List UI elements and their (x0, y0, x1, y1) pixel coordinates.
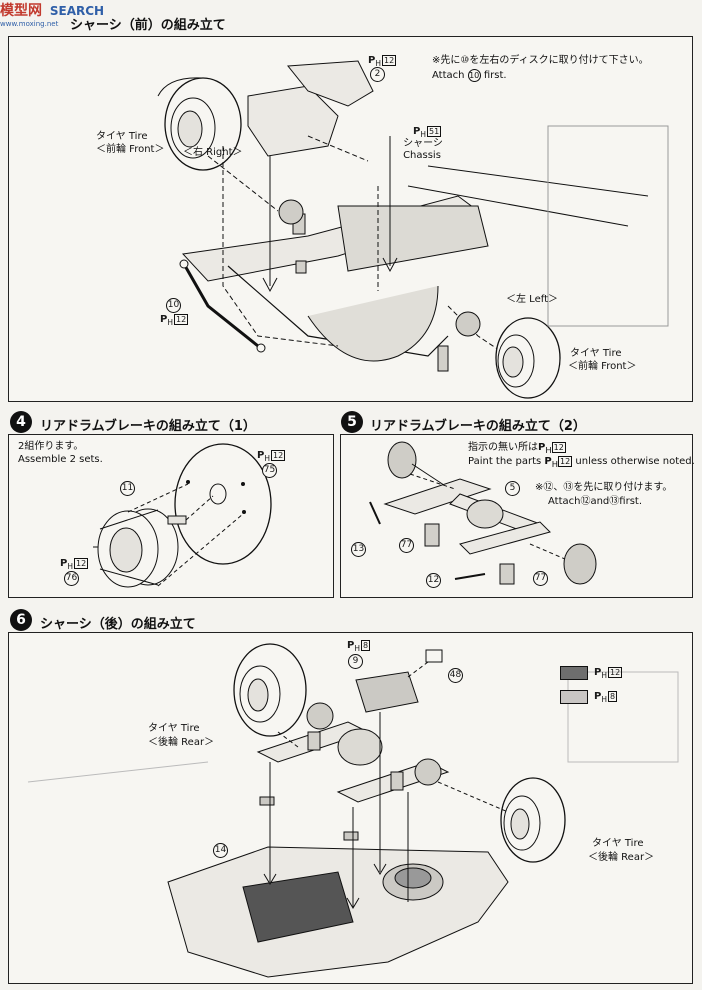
step6-ph8-box: 8 (360, 640, 371, 651)
step3-right-label: ＜右 Right＞ (183, 147, 243, 158)
legend-light-box: 8 (607, 691, 618, 702)
step5-diagram (369, 441, 597, 585)
step5-number-badge: 5 (341, 411, 363, 433)
step6-title: シャーシ（後）の組み立て (40, 617, 196, 632)
step4-ph12-box: 12 (270, 450, 286, 461)
step3-chassis-en: Chassis (403, 150, 441, 161)
step4-part-75: 75 (262, 463, 277, 478)
step3-ph12-a-box: 12 (381, 55, 397, 66)
step5-part-77-a: 77 (399, 538, 414, 553)
step3-note-jp: ※先に⑩を左右のディスクに取り付けて下さい。 (432, 55, 649, 66)
legend-dark-swatch (560, 666, 588, 680)
step4-diagram (93, 443, 272, 588)
step6-tire-right-jp: タイヤ Tire (592, 838, 644, 849)
step3-note-en: Attach 10 first. (432, 69, 507, 82)
step5-part-12: 12 (426, 573, 441, 588)
step4-part-76: 76 (64, 571, 79, 586)
step3-tire-right-front: ＜前輪 Front＞ (568, 361, 637, 372)
step3-ph12-b-box: 12 (173, 314, 189, 325)
step3-left-label: ＜左 Left＞ (506, 294, 558, 305)
step5-part-5: 5 (505, 481, 520, 496)
site-watermark: 模型网 SEARCH www.moxing.net (0, 0, 104, 28)
legend-light-swatch (560, 690, 588, 704)
step4-note-en: Assemble 2 sets. (18, 454, 103, 465)
watermark-search: SEARCH (49, 4, 105, 18)
step3-tire-left-front: ＜前輪 Front＞ (96, 144, 165, 155)
watermark-site-name: 模型网 (0, 3, 42, 19)
step6-part-14: 14 (213, 843, 228, 858)
step5-title: リアドラムブレーキの組み立て（2） (370, 419, 586, 434)
step4-title: リアドラムブレーキの組み立て（1） (40, 419, 256, 434)
step5-note1-box: 12 (551, 442, 566, 453)
step5-note2-en: Attach⑫and⑬first. (548, 496, 643, 507)
step6-tire-left-jp: タイヤ Tire (148, 723, 200, 734)
step3-diagram (157, 60, 669, 399)
step6-tire-left-rear: ＜後輪 Rear＞ (148, 737, 215, 748)
step4-part-11: 11 (120, 481, 135, 496)
step6-part-48: 48 (448, 668, 463, 683)
step5-note2-jp: ※⑫、⑬を先に取り付けます。 (535, 482, 673, 493)
step4-ph12-c-box: 12 (73, 558, 89, 569)
step3-tire-right-jp: タイヤ Tire (570, 348, 622, 359)
step3-title: シャーシ（前）の組み立て (70, 18, 226, 33)
step3-ph51-box: 51 (426, 126, 442, 137)
step6-diagram (27, 643, 679, 978)
legend-dark-box: 12 (607, 667, 623, 678)
step5-part-77-b: 77 (533, 571, 548, 586)
step3-chassis-jp: シャーシ (403, 138, 443, 149)
step6-tire-right-rear: ＜後輪 Rear＞ (588, 852, 655, 863)
step6-part-9: 9 (348, 654, 363, 669)
step3-note-part-10: 10 (467, 69, 481, 82)
step4-note-jp: 2組作ります。 (18, 441, 84, 452)
step4-number-badge: 4 (10, 411, 32, 433)
step3-tire-left-jp: タイヤ Tire (96, 131, 148, 142)
step5-part-13: 13 (351, 542, 366, 557)
step6-number-badge: 6 (10, 609, 32, 631)
step3-part-10: 10 (166, 298, 181, 313)
watermark-url: www.moxing.net (0, 20, 59, 28)
step3-part-2: 2 (370, 67, 385, 82)
